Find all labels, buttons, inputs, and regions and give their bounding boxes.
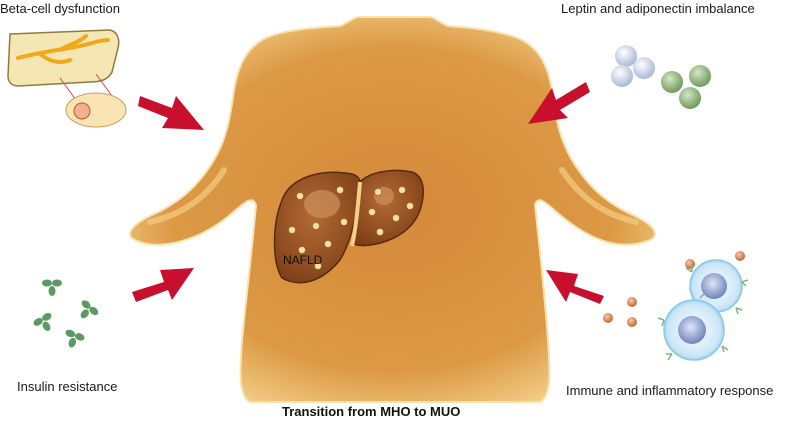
fat-droplet: [406, 202, 414, 210]
leptin-sphere: [611, 65, 633, 87]
cytokine: [735, 251, 745, 261]
arrow-beta-cell: [138, 96, 204, 130]
adiponectin-sphere: [689, 65, 711, 87]
liver-organ: [273, 169, 425, 284]
fat-droplet: [324, 240, 332, 248]
arrow-insulin: [132, 268, 194, 302]
cytokine: [627, 297, 637, 307]
fat-droplet: [336, 186, 344, 194]
fat-droplet: [314, 262, 322, 270]
fat-droplet: [368, 208, 376, 216]
liver-highlight-1: [304, 190, 340, 218]
pancreas-duct: [16, 34, 110, 64]
receptor-spikes: [657, 266, 749, 361]
label-immune-inflammatory-response: Immune and inflammatory response: [566, 383, 774, 398]
fat-droplet: [312, 222, 320, 230]
zoom-line: [59, 77, 77, 101]
fat-droplet: [296, 192, 304, 200]
insulin-molecule: [65, 329, 85, 348]
left-arm-highlight: [147, 167, 227, 225]
label-leptin-adiponectin-imbalance: Leptin and adiponectin imbalance: [561, 1, 755, 16]
fat-droplet: [398, 186, 406, 194]
adiponectin-sphere: [679, 87, 701, 109]
fat-droplets: [288, 186, 414, 270]
liver-falciform: [350, 181, 362, 247]
leptin-sphere: [633, 57, 655, 79]
cytokine: [603, 313, 613, 323]
figure-caption: Transition from MHO to MUO: [282, 404, 461, 419]
insulin-molecule: [33, 312, 52, 332]
insulin-molecule: [42, 279, 62, 296]
leptin-sphere: [615, 45, 637, 67]
immune-cell-nucleus: [701, 273, 727, 299]
fat-droplet: [376, 228, 384, 236]
fat-droplet: [392, 214, 400, 222]
immune-cell-icon: [603, 251, 749, 361]
pancreas-icon: [7, 29, 127, 128]
arrows: [132, 82, 604, 304]
label-nafld: NAFLD: [283, 253, 323, 267]
fat-droplet: [298, 246, 306, 254]
adipokine-spheres-icon: [611, 45, 711, 109]
right-arm-highlight: [559, 167, 639, 225]
adiponectin-sphere: [661, 71, 683, 93]
beta-cell: [73, 102, 91, 120]
immune-cell-nucleus: [678, 316, 706, 344]
arrow-leptin: [528, 82, 590, 124]
insulin-molecule: [80, 300, 99, 319]
insulin-receptor-icon: [33, 279, 99, 348]
fat-droplet: [340, 218, 348, 226]
label-insulin-resistance: Insulin resistance: [17, 379, 118, 394]
cytokine: [627, 317, 637, 327]
label-beta-cell-dysfunction: Beta-cell dysfunction: [0, 1, 120, 16]
arrow-immune: [546, 270, 604, 304]
cytokine-dots: [603, 251, 745, 327]
zoom-line: [95, 73, 113, 97]
fat-droplet: [288, 226, 296, 234]
fat-droplet: [374, 188, 382, 196]
